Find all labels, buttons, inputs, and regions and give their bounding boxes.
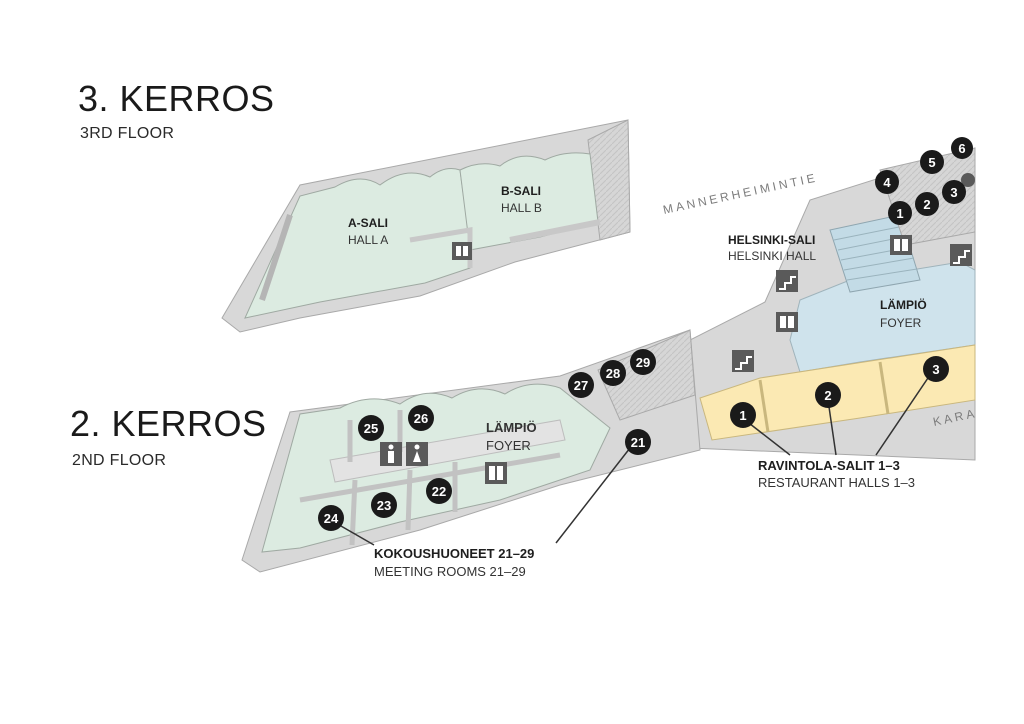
restaurant-marker-2[interactable]: 2 — [815, 382, 841, 408]
room-marker-5[interactable]: 5 — [920, 150, 944, 174]
toilet-woman-icon — [406, 442, 428, 466]
room-marker-25[interactable]: 25 — [358, 415, 384, 441]
svg-text:24: 24 — [324, 511, 339, 526]
room-marker-1[interactable]: 1 — [888, 201, 912, 225]
floor2-title: 2. KERROS — [70, 403, 267, 444]
room-marker-3[interactable]: 3 — [942, 180, 966, 204]
svg-text:6: 6 — [958, 141, 965, 156]
svg-text:26: 26 — [414, 411, 428, 426]
room-marker-28[interactable]: 28 — [600, 360, 626, 386]
meeting-rooms-label-en: MEETING ROOMS 21–29 — [374, 564, 526, 579]
svg-text:3: 3 — [950, 185, 957, 200]
elevator-icon — [485, 462, 507, 484]
floor2-subtitle: 2ND FLOOR — [72, 452, 167, 469]
hall-b-label-en: HALL B — [501, 201, 542, 215]
stairs-icon — [732, 350, 754, 372]
svg-text:29: 29 — [636, 355, 650, 370]
elevator-icon — [776, 312, 798, 332]
restaurant-marker-1[interactable]: 1 — [730, 402, 756, 428]
svg-text:27: 27 — [574, 378, 588, 393]
foyer-right-label: LÄMPIÖ — [880, 297, 927, 312]
meeting-rooms-label: KOKOUSHUONEET 21–29 — [374, 546, 534, 561]
elevator-icon — [452, 242, 472, 260]
helsinki-hall-label: HELSINKI-SALI — [728, 233, 815, 247]
foyer-left-label: LÄMPIÖ — [486, 420, 537, 435]
room-marker-23[interactable]: 23 — [371, 492, 397, 518]
restaurant-marker-3[interactable]: 3 — [923, 356, 949, 382]
floor3-subtitle: 3RD FLOOR — [80, 125, 175, 142]
accessible-icon — [961, 173, 975, 187]
restaurant-halls-label-en: RESTAURANT HALLS 1–3 — [758, 475, 915, 490]
hall-a-label-en: HALL A — [348, 233, 388, 247]
toilet-man-icon — [380, 442, 402, 466]
room-marker-26[interactable]: 26 — [408, 405, 434, 431]
room-marker-27[interactable]: 27 — [568, 372, 594, 398]
svg-text:25: 25 — [364, 421, 378, 436]
stairs-icon — [950, 244, 972, 266]
svg-text:4: 4 — [883, 175, 891, 190]
hall-b-area — [459, 152, 599, 251]
svg-text:5: 5 — [928, 155, 935, 170]
room-marker-6[interactable]: 6 — [951, 137, 973, 159]
svg-text:1: 1 — [739, 408, 746, 423]
hall-a-area — [244, 168, 471, 319]
room-marker-4[interactable]: 4 — [875, 170, 899, 194]
hall-a-label: A-SALI — [348, 216, 388, 230]
helsinki-hall-label-en: HELSINKI HALL — [728, 249, 816, 263]
stairs-icon — [776, 270, 798, 292]
svg-text:28: 28 — [606, 366, 620, 381]
room-marker-2[interactable]: 2 — [915, 192, 939, 216]
room-marker-21[interactable]: 21 — [625, 429, 651, 455]
room-marker-24[interactable]: 24 — [318, 505, 344, 531]
foyer-left-label-en: FOYER — [486, 438, 531, 453]
hall-b-label: B-SALI — [501, 184, 541, 198]
svg-text:1: 1 — [896, 206, 903, 221]
svg-text:22: 22 — [432, 484, 446, 499]
foyer-right-label-en: FOYER — [880, 316, 922, 330]
svg-text:21: 21 — [631, 435, 645, 450]
elevator-icon — [890, 235, 912, 255]
svg-text:2: 2 — [923, 197, 930, 212]
svg-text:3: 3 — [932, 362, 939, 377]
svg-text:23: 23 — [377, 498, 391, 513]
street-mannerheimintie: MANNERHEIMINTIE — [662, 170, 819, 216]
floor3-plan: A-SALI HALL A B-SALI HALL B — [221, 119, 631, 333]
room-markers: 4 5 6 3 2 1 1 2 3 27 28 29 21 26 25 22 2… — [318, 137, 973, 531]
restaurant-halls-label: RAVINTOLA-SALIT 1–3 — [758, 458, 900, 473]
room-marker-22[interactable]: 22 — [426, 478, 452, 504]
svg-text:2: 2 — [824, 388, 831, 403]
room-marker-29[interactable]: 29 — [630, 349, 656, 375]
floor3-title: 3. KERROS — [78, 78, 275, 119]
callout-lines — [333, 374, 931, 546]
